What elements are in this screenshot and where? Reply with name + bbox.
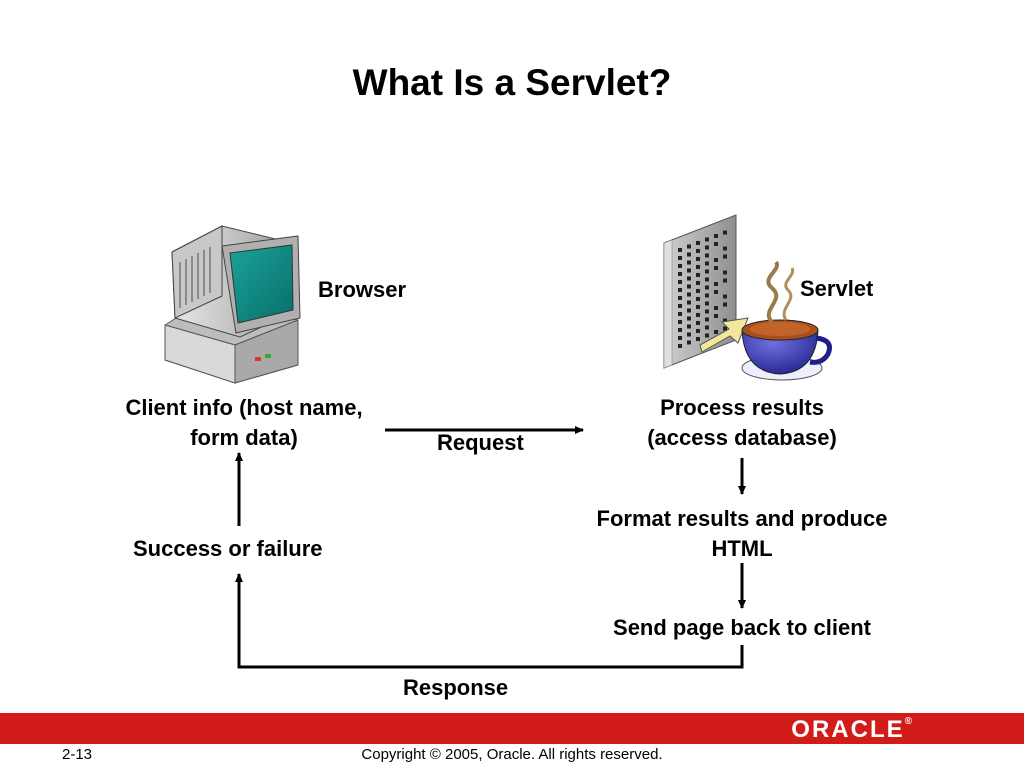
footer-bar: ORACLE®: [0, 713, 1024, 744]
slide-title: What Is a Servlet?: [352, 62, 672, 103]
copyright-text: Copyright © 2005, Oracle. All rights res…: [361, 746, 663, 763]
process-line2: (access database): [647, 425, 837, 450]
send-page-text: Send page back to client: [613, 615, 871, 640]
browser-label: Browser: [318, 277, 407, 302]
client-info-line2: form data): [190, 425, 298, 450]
response-arrow: [235, 573, 744, 669]
process-results-text: Process results (access database): [592, 393, 892, 453]
client-info-line1: Client info (host name,: [125, 395, 363, 420]
format-line2: HTML: [711, 536, 773, 561]
servlet-flow-diagram: [164, 214, 832, 669]
servlet-label: Servlet: [800, 276, 874, 301]
client-info-text: Client info (host name, form data): [84, 393, 404, 453]
request-label: Request: [437, 430, 524, 455]
format-results-text: Format results and produce HTML: [557, 504, 927, 564]
success-failure-text: Success or failure: [133, 536, 323, 561]
java-servlet-icon: [663, 214, 832, 381]
computer-icon: [164, 225, 301, 384]
oracle-logo: ORACLE®: [791, 716, 914, 743]
response-label: Response: [403, 675, 509, 700]
format-line1: Format results and produce: [596, 506, 888, 531]
page-number: 2-13: [62, 746, 93, 763]
process-line1: Process results: [660, 395, 824, 420]
